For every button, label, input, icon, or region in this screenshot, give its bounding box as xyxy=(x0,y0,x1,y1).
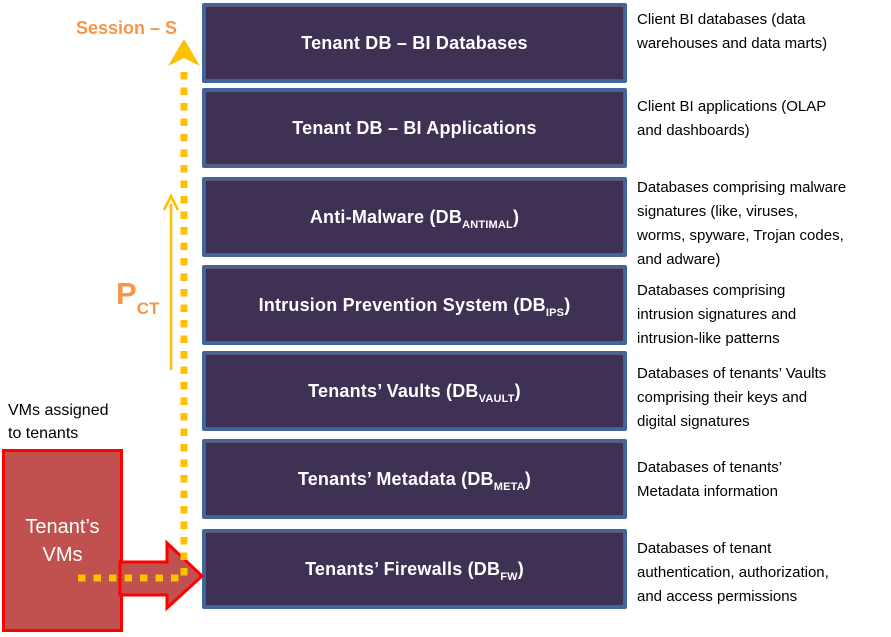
tenant-vms-label: Tenant’s VMs xyxy=(25,515,100,566)
vms-assigned-note: VMs assigned to tenants xyxy=(8,402,109,442)
pct-subscript: CT xyxy=(136,299,160,319)
stack-box-tenant-vaults: Tenants’ Vaults (DBVAULT) xyxy=(202,351,627,431)
description-anti-malware: Databases comprising malware signatures … xyxy=(637,179,847,268)
box-title-subscript: ANTIMAL xyxy=(462,218,513,231)
box-title-subscript: FW xyxy=(500,570,518,583)
description-tenant-firewalls: Databases of tenant authentication, auth… xyxy=(637,540,829,605)
stack-box-anti-malware: Anti-Malware (DBANTIMAL) xyxy=(202,177,627,257)
red-block-arrow-icon xyxy=(118,539,205,612)
stack-box-bi-applications: Tenant DB – BI Applications xyxy=(202,88,627,168)
session-label: Session – S xyxy=(76,18,178,38)
tenant-vms-box: Tenant’s VMs xyxy=(2,449,123,632)
box-title: Tenant DB – BI Applications xyxy=(292,117,537,138)
description-bi-databases: Client BI databases (data warehouses and… xyxy=(637,11,828,52)
stack-box-tenant-firewalls: Tenants’ Firewalls (DBFW) xyxy=(202,529,627,609)
pct-main: P xyxy=(116,276,137,311)
session-arrowhead-icon xyxy=(168,39,200,66)
box-title: Intrusion Prevention System (DBIPS) xyxy=(258,294,571,319)
description-tenant-metadata: Databases of tenants’ Metadata informati… xyxy=(637,459,783,500)
box-title-subscript: META xyxy=(493,480,525,493)
pct-label: PCT xyxy=(116,276,159,317)
description-tenant-vaults: Databases of tenants’ Vaults comprising … xyxy=(637,365,827,430)
stack-box-bi-databases: Tenant DB – BI Databases xyxy=(202,3,627,83)
box-title: Tenants’ Vaults (DBVAULT) xyxy=(308,380,521,405)
stack-box-tenant-metadata: Tenants’ Metadata (DBMETA) xyxy=(202,439,627,519)
description-bi-applications: Client BI applications (OLAP and dashboa… xyxy=(637,98,827,139)
box-title: Tenant DB – BI Databases xyxy=(301,32,528,53)
box-title-subscript: VAULT xyxy=(478,392,515,405)
box-title: Tenants’ Firewalls (DBFW) xyxy=(305,558,524,583)
box-title: Tenants’ Metadata (DBMETA) xyxy=(297,468,532,493)
stack-box-intrusion-prevention: Intrusion Prevention System (DBIPS) xyxy=(202,265,627,345)
description-intrusion-prevention: Databases comprising intrusion signature… xyxy=(637,282,797,347)
box-title-subscript: IPS xyxy=(545,306,565,319)
box-title: Anti-Malware (DBANTIMAL) xyxy=(309,206,520,231)
pct-arrowhead-icon xyxy=(163,193,179,211)
